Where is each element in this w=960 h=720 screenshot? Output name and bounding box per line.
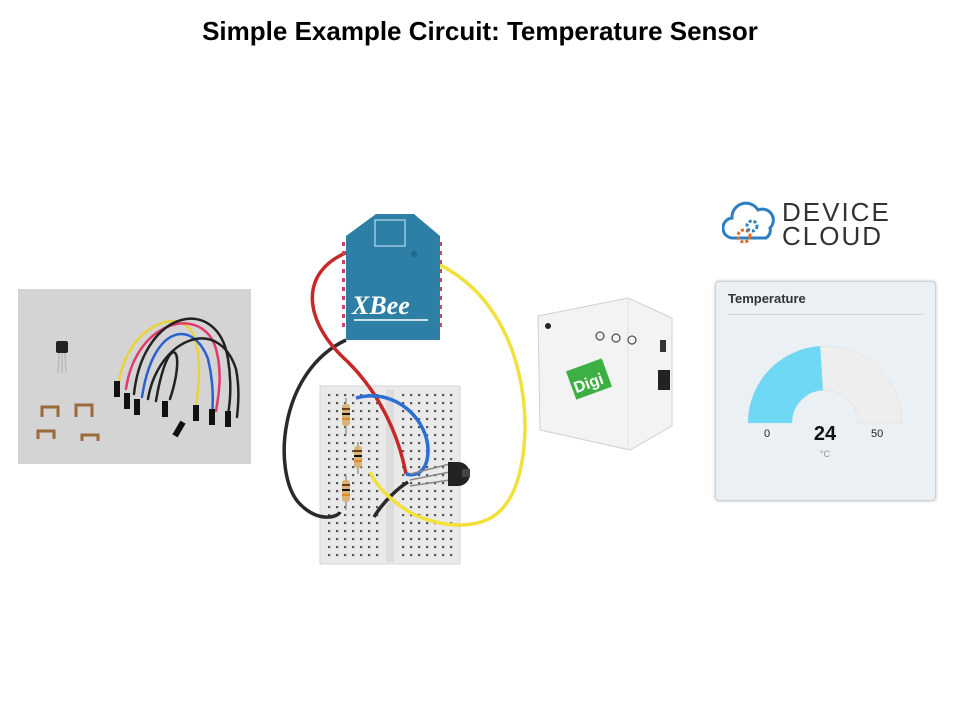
gauge-value: 24 <box>813 423 837 445</box>
resistor-2 <box>354 442 362 474</box>
gauge-unit: °C <box>819 449 831 459</box>
temperature-gauge <box>747 345 903 424</box>
status-icons <box>595 331 637 345</box>
resistor-1 <box>342 398 350 434</box>
widget-divider <box>728 314 923 315</box>
device-cloud-logo: DEVICE CLOUD <box>722 198 912 250</box>
temperature-sensor <box>409 462 470 487</box>
gauge-fill <box>748 346 823 423</box>
slide-title: Simple Example Circuit: Temperature Sens… <box>202 16 758 46</box>
digi-gateway-device: Digi <box>537 297 673 451</box>
digi-logo: Digi <box>566 358 612 400</box>
widget-title: Temperature <box>728 291 806 306</box>
blue-wire <box>355 394 430 477</box>
gauge-max-label: 50 <box>871 428 884 440</box>
temperature-widget: Temperature 0 50 24 °C <box>715 281 936 501</box>
xbee-label: XBee <box>351 291 410 320</box>
red-wire <box>310 250 408 475</box>
components-photo <box>18 289 251 464</box>
jumper-pins <box>114 381 231 438</box>
jumper-wires <box>116 317 240 419</box>
logo-line2: CLOUD <box>782 221 884 251</box>
breadboard <box>319 385 461 565</box>
breadboard-circuit-diagram: XBee <box>282 214 527 565</box>
logo-line1: DEVICE <box>782 197 891 227</box>
yellow-wire <box>368 262 527 527</box>
gauge-min-label: 0 <box>764 428 771 440</box>
resistor-3 <box>342 474 350 510</box>
temperature-sensor-part <box>56 341 68 374</box>
black-wire <box>282 338 347 519</box>
resistor-parts <box>36 403 100 441</box>
xbee-module: XBee <box>342 214 442 340</box>
cloud-gears-icon <box>722 201 775 244</box>
